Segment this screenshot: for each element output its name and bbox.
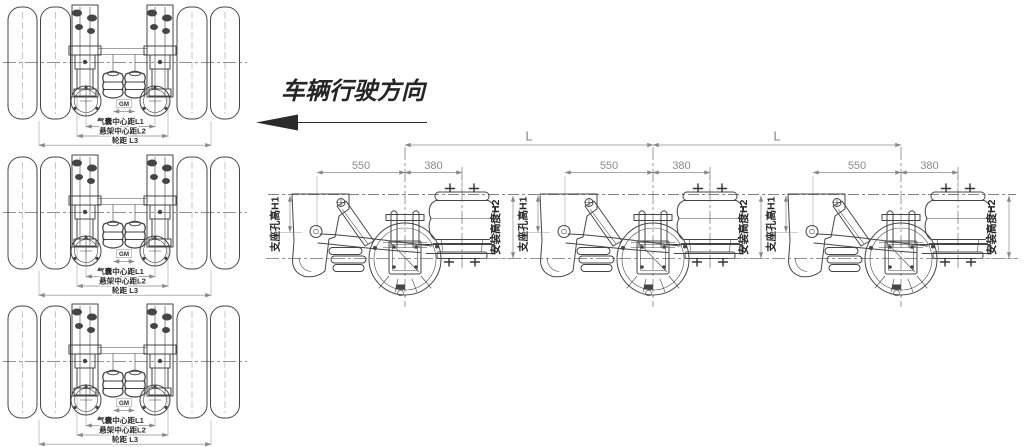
dim-l-label-2: L — [774, 130, 781, 144]
dim-l-label-1: L — [526, 130, 533, 144]
axle-spacing-dimensions: L L — [404, 130, 902, 148]
direction-label: 车辆行驶方向 — [281, 78, 428, 105]
direction-arrow-icon — [256, 114, 298, 131]
direction-callout: 车辆行驶方向 — [256, 78, 428, 131]
